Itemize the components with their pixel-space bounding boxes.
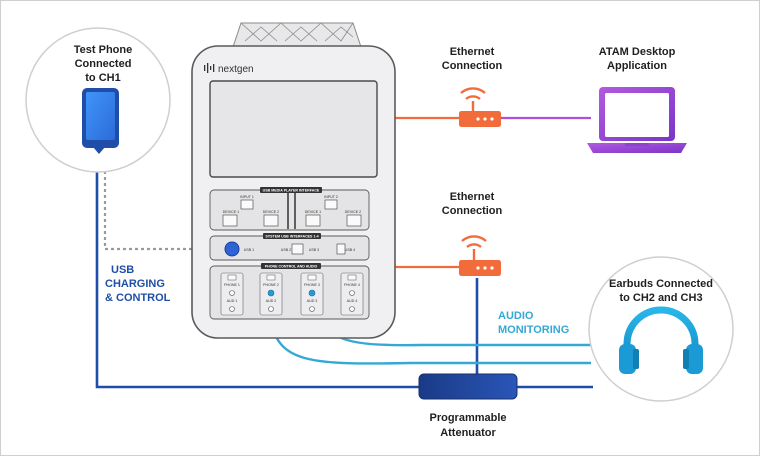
phone3-label: PHONE 3 bbox=[304, 283, 320, 287]
phone-port-4: PHONE 4 AUD 4 bbox=[340, 272, 364, 316]
usb-label-line2: CHARGING bbox=[105, 278, 165, 290]
phone2-label: PHONE 2 bbox=[263, 283, 279, 287]
device2-label-left: DEVICE 2 bbox=[263, 210, 279, 214]
test-phone-label-line2: Connected bbox=[75, 58, 132, 70]
test-phone-label-line3: to CH1 bbox=[85, 72, 120, 84]
aud2-label: AUD 2 bbox=[266, 299, 277, 303]
system-usb-panel-label: SYSTEM USB INTERFACES 1-4 bbox=[265, 234, 318, 238]
usb4-label: USB 4 bbox=[345, 248, 355, 252]
device-brand: nextgen bbox=[218, 64, 254, 75]
usb-media-panel-label: USB MEDIA PLAYER INTERFACE bbox=[263, 188, 320, 192]
test-phone-label-line1: Test Phone bbox=[74, 44, 132, 56]
aud3-label: AUD 3 bbox=[307, 299, 318, 303]
smartphone-icon bbox=[82, 88, 119, 154]
audio-label-line1: AUDIO bbox=[498, 310, 534, 322]
aud4-label: AUD 4 bbox=[347, 299, 358, 303]
input1-label: INPUT 1 bbox=[240, 195, 254, 199]
phone-control-panel-label: PHONE CONTROL AND AUDIO bbox=[265, 264, 318, 268]
usb2-label: USB 2 bbox=[281, 248, 291, 252]
device1-label-right: DEVICE 1 bbox=[305, 210, 321, 214]
programmable-attenuator bbox=[418, 373, 518, 400]
usb3-label: USB 3 bbox=[309, 248, 319, 252]
router-icon-mid bbox=[459, 235, 501, 276]
phone4-label: PHONE 4 bbox=[344, 283, 360, 287]
attenuator-label-line2: Attenuator bbox=[440, 427, 496, 439]
atam-label-line2: Application bbox=[607, 60, 667, 72]
audio-label-line2: MONITORING bbox=[498, 324, 569, 336]
headphones-icon bbox=[619, 306, 703, 374]
device1-label-left: DEVICE 1 bbox=[223, 210, 239, 214]
laptop-icon bbox=[587, 87, 687, 153]
earbuds-label-line2: to CH2 and CH3 bbox=[619, 292, 702, 304]
ethernet-top-label-line2: Connection bbox=[442, 60, 503, 72]
router-icon-top bbox=[459, 87, 501, 127]
aud1-label: AUD 1 bbox=[227, 299, 238, 303]
ethernet-top-label-line1: Ethernet bbox=[450, 46, 495, 58]
nextgen-test-device: nextgen USB MEDIA PLAYER INTERFACE INPUT… bbox=[191, 22, 396, 339]
test-phone-node: Test Phone Connected to CH1 bbox=[25, 27, 171, 173]
usb-dotted-cable bbox=[103, 153, 227, 251]
phone-port-3: PHONE 3 AUD 3 bbox=[300, 272, 324, 316]
attenuator-label-line1: Programmable bbox=[429, 412, 506, 424]
ethernet-mid-label-line1: Ethernet bbox=[450, 191, 495, 203]
usb-label-line1: USB bbox=[111, 264, 134, 276]
phone-port-2: PHONE 2 AUD 2 bbox=[259, 272, 283, 316]
input2-label: INPUT 2 bbox=[324, 195, 338, 199]
earbuds-label-line1: Earbuds Connected bbox=[609, 278, 713, 290]
device2-label-right: DEVICE 2 bbox=[345, 210, 361, 214]
ethernet-mid-label-line2: Connection bbox=[442, 205, 503, 217]
nextgen-logo-icon bbox=[204, 63, 215, 73]
atam-label-line1: ATAM Desktop bbox=[599, 46, 676, 58]
usb1-label: USB 1 bbox=[244, 248, 254, 252]
phone-port-1: PHONE 1 AUD 1 bbox=[220, 272, 244, 316]
phone1-label: PHONE 1 bbox=[224, 283, 240, 287]
usb-control-cable bbox=[95, 153, 421, 389]
usb-label-line3: & CONTROL bbox=[105, 292, 171, 304]
earbuds-node: Earbuds Connected to CH2 and CH3 bbox=[588, 256, 734, 402]
